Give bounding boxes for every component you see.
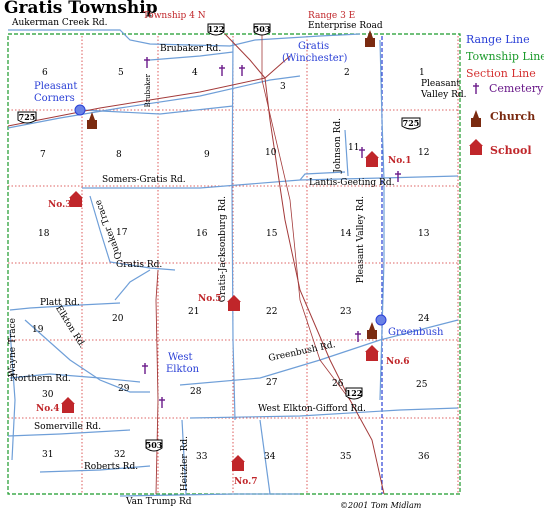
school-icons — [61, 139, 483, 471]
route-503-north-label: 503 — [253, 24, 271, 34]
section-13: 13 — [418, 229, 430, 239]
section-5: 5 — [118, 68, 124, 78]
school-no7: No.7 — [234, 477, 258, 487]
cemetery-icons — [142, 57, 479, 408]
place-gratis-alt: (Winchester) — [282, 53, 348, 64]
legend-cemetery: Cemetery — [489, 82, 544, 95]
place-west: West — [168, 352, 193, 363]
legend-section-line: Section Line — [466, 67, 536, 80]
road-gratis-jacksonburg: Gratis-Jacksonburg Rd. — [218, 196, 228, 303]
section-6: 6 — [42, 68, 48, 78]
school-no1: No.1 — [388, 156, 412, 166]
section-27: 27 — [266, 378, 278, 388]
road-pleasant-valley-2: Valley Rd. — [421, 90, 467, 100]
school-no4: No.4 — [36, 404, 60, 414]
section-34: 34 — [264, 452, 276, 462]
township-label: Township 4 N — [143, 11, 206, 21]
road-pleasant-valley-1: Pleasant — [421, 79, 461, 89]
railroads — [7, 33, 385, 495]
road-van-trump: Van Trump Rd — [126, 497, 192, 507]
school-no6: No.6 — [386, 357, 410, 367]
section-17: 17 — [116, 228, 128, 238]
section-8: 8 — [116, 150, 122, 160]
section-33: 33 — [196, 452, 208, 462]
section-7: 7 — [40, 150, 46, 160]
section-20: 20 — [112, 314, 124, 324]
section-11: 11 — [348, 143, 360, 153]
place-pleasant: Pleasant — [34, 81, 78, 92]
route-503-road — [261, 34, 351, 401]
road-brubaker: Brubaker Rd. — [160, 44, 222, 54]
section-30: 30 — [42, 390, 54, 400]
section-4: 4 — [192, 68, 198, 78]
road-west-elkton-gifford: West Elkton-Gifford Rd. — [258, 404, 366, 414]
section-31: 31 — [42, 450, 54, 460]
section-25: 25 — [416, 380, 428, 390]
section-16: 16 — [196, 229, 208, 239]
school-no5: No.5 — [198, 294, 222, 304]
section-9: 9 — [204, 150, 210, 160]
pleasant-corners-dot — [74, 104, 86, 116]
section-21: 21 — [188, 307, 200, 317]
road-roberts: Roberts Rd. — [84, 462, 139, 472]
legend-church: Church — [490, 110, 536, 123]
road-brubaker-vertical: Brubaker — [144, 74, 152, 108]
greenbush-dot — [375, 314, 387, 326]
section-26: 26 — [332, 379, 344, 389]
place-corners: Corners — [34, 93, 75, 104]
road-wayne-trace: Wayne Trace — [8, 318, 18, 377]
school-no3: No.3 — [48, 200, 72, 210]
road-platt: Platt Rd. — [40, 298, 80, 308]
route-725-west-label: 725 — [18, 112, 36, 122]
section-3: 3 — [280, 82, 286, 92]
legend-school: School — [490, 144, 532, 157]
section-29: 29 — [118, 384, 130, 394]
section-1: 1 — [419, 68, 425, 78]
road-johnson: Johnson Rd. — [333, 118, 343, 173]
legend-range-line: Range Line — [466, 33, 530, 46]
section-14: 14 — [340, 229, 352, 239]
section-19: 19 — [32, 325, 44, 335]
legend-township-line: Township Line — [466, 50, 544, 63]
road-somerville: Somerville Rd. — [34, 422, 102, 432]
road-aukerman: Aukerman Creek Rd. — [12, 18, 108, 28]
enterprise-road-label: Enterprise Road — [308, 21, 383, 31]
road-northern: Northern Rd. — [10, 374, 71, 384]
range-label: Range 3 E — [308, 11, 356, 21]
section-18: 18 — [38, 229, 50, 239]
section-23: 23 — [340, 307, 352, 317]
section-12: 12 — [418, 148, 430, 158]
route-122-north-label: 122 — [207, 24, 225, 34]
road-lantis-geeting: Lantis-Geeting Rd. — [309, 178, 395, 188]
section-2: 2 — [344, 68, 350, 78]
section-24: 24 — [418, 314, 430, 324]
route-shields — [17, 23, 421, 452]
road-heitzler: Heitzler Rd. — [180, 436, 190, 492]
map-credit: ©2001 Tom Midlam — [340, 501, 422, 510]
road-pleasant-valley-vertical: Pleasant Valley Rd. — [356, 196, 366, 284]
section-10: 10 — [265, 148, 277, 158]
church-icons — [87, 30, 481, 339]
route-122-south-label: 122 — [345, 388, 363, 398]
section-22: 22 — [266, 307, 278, 317]
map-title: Gratis Township — [4, 0, 158, 18]
road-gratis: Gratis Rd. — [116, 260, 163, 270]
section-15: 15 — [266, 229, 278, 239]
roads — [7, 29, 459, 497]
section-32: 32 — [114, 450, 126, 460]
place-greenbush: Greenbush — [388, 327, 444, 338]
section-28: 28 — [190, 387, 202, 397]
route-503-south-label: 503 — [145, 440, 163, 450]
place-elkton: Elkton — [166, 364, 200, 375]
section-35: 35 — [340, 452, 352, 462]
place-gratis: Gratis — [298, 41, 330, 52]
section-36: 36 — [418, 452, 430, 462]
road-somers-gratis: Somers-Gratis Rd. — [102, 175, 186, 185]
route-725-east-label: 725 — [402, 118, 420, 128]
